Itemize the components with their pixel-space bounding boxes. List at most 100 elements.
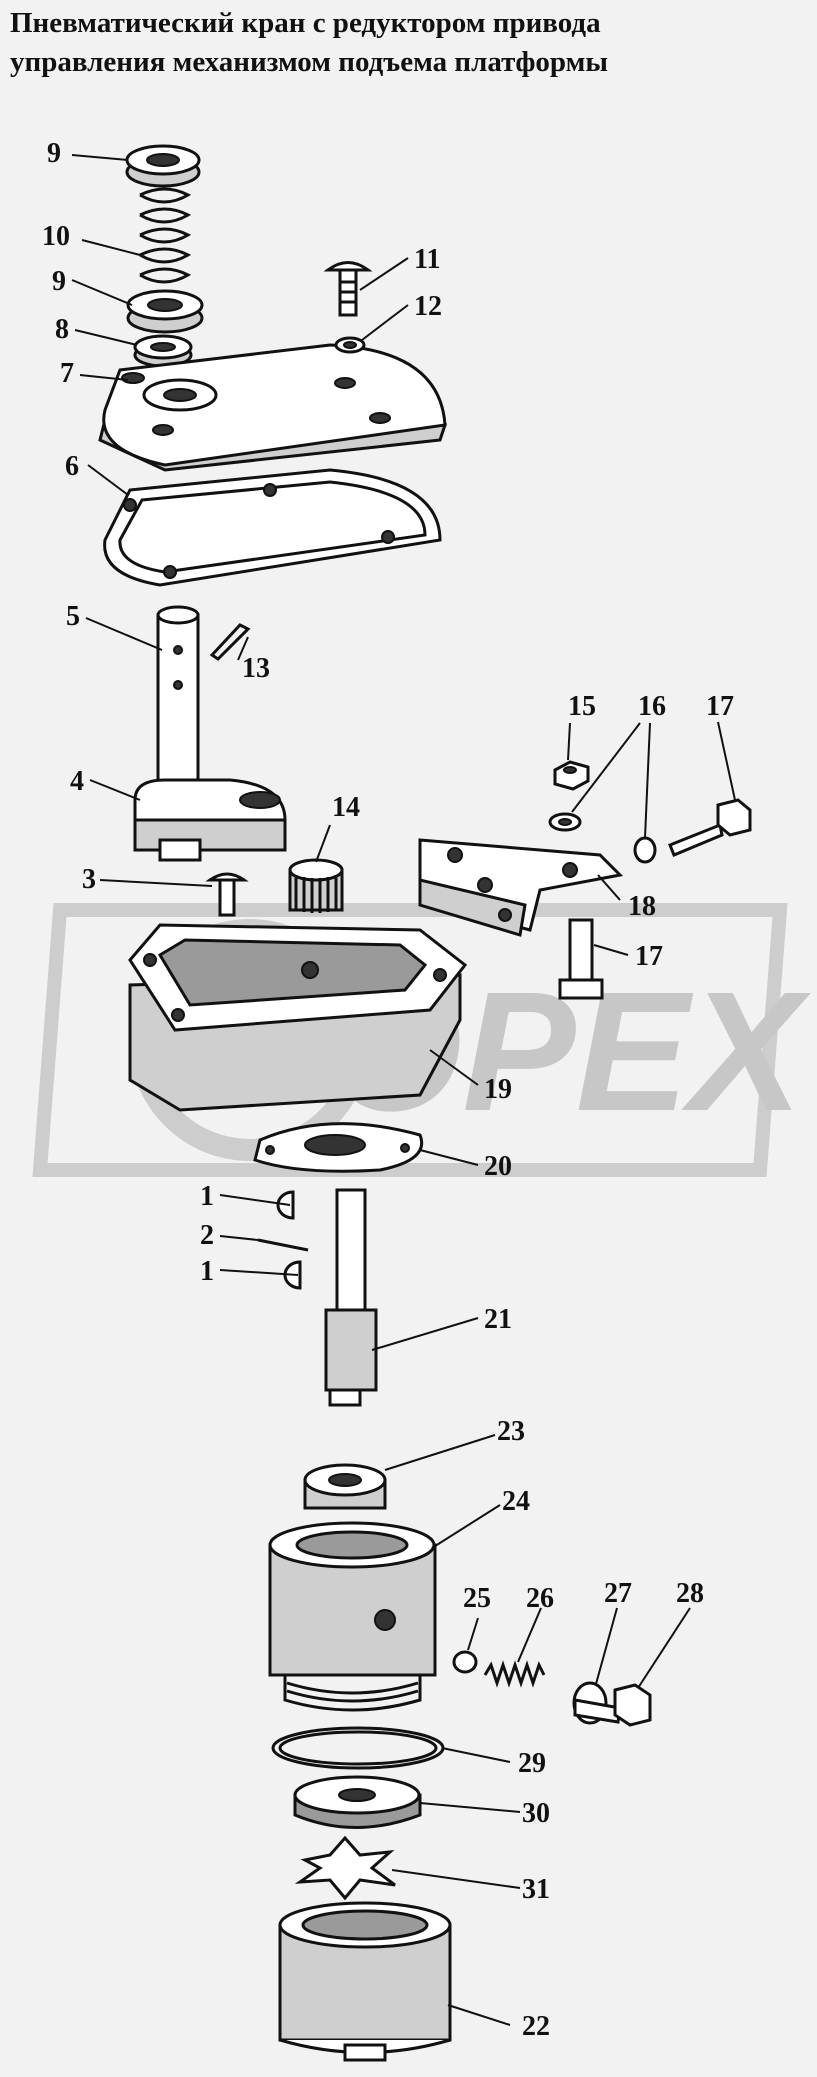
part-15-nut — [553, 760, 590, 791]
leader-13 — [237, 636, 249, 661]
leader-lines — [71, 154, 736, 2026]
callout-26: 26 — [526, 1583, 554, 1614]
leader-9b — [71, 279, 133, 306]
leader-25 — [467, 1617, 479, 1651]
leader-2 — [219, 1235, 259, 1241]
callout-9b: 9 — [52, 266, 66, 297]
leader-21 — [371, 1317, 479, 1351]
leader-19 — [429, 1049, 479, 1086]
part-20-flange-gasket — [253, 1122, 423, 1173]
diagram-title: Пневматический кран с редуктором привода… — [10, 4, 810, 82]
callout-1a: 1 — [200, 1181, 214, 1212]
leader-24 — [431, 1504, 501, 1549]
leader-5 — [85, 617, 163, 651]
leader-7 — [79, 374, 129, 381]
leader-17b — [593, 944, 629, 956]
leader-11 — [359, 257, 409, 291]
leader-23 — [384, 1434, 496, 1471]
leader-1b — [219, 1269, 299, 1276]
callout-6: 6 — [65, 451, 79, 482]
part-16-washer-a — [548, 812, 582, 832]
part-11-screw — [323, 261, 373, 317]
part-13-cotter-pin — [209, 623, 251, 661]
callout-17a: 17 — [706, 691, 734, 722]
leader-12 — [361, 304, 409, 341]
part-12-lock-washer — [334, 336, 366, 354]
part-23-nut — [303, 1463, 387, 1510]
callout-15: 15 — [568, 691, 596, 722]
callout-17b: 17 — [635, 941, 663, 972]
leader-31 — [391, 1869, 521, 1889]
leader-16-b — [644, 722, 651, 839]
leader-15 — [567, 722, 571, 761]
part-9-washer-lower — [126, 289, 204, 334]
leader-8 — [74, 329, 138, 346]
callout-19: 19 — [484, 1074, 512, 1105]
part-16-washer-b — [633, 836, 657, 864]
part-19-housing — [128, 923, 468, 1112]
callout-31: 31 — [522, 1874, 550, 1905]
callout-30: 30 — [522, 1798, 550, 1829]
callout-4: 4 — [70, 766, 84, 797]
callout-22: 22 — [522, 2011, 550, 2042]
callout-24: 24 — [502, 1486, 530, 1517]
part-24-valve-body — [268, 1521, 437, 1712]
title-line-2: управления механизмом подъема платформы — [10, 46, 609, 78]
callout-21: 21 — [484, 1304, 512, 1335]
callout-10: 10 — [42, 221, 70, 252]
leader-18 — [597, 874, 621, 901]
part-28-plug — [573, 1683, 652, 1727]
leader-22 — [447, 2004, 511, 2026]
callout-18: 18 — [628, 891, 656, 922]
part-7-cover-plate — [98, 343, 448, 472]
part-31-spring-washer — [294, 1835, 396, 1901]
part-21-shaft — [324, 1188, 378, 1407]
leader-27 — [595, 1607, 618, 1685]
callout-9a: 9 — [47, 138, 61, 169]
callout-16: 16 — [638, 691, 666, 722]
leader-16-a — [571, 722, 641, 813]
part-14-pinion-gear — [288, 858, 344, 913]
leader-26 — [517, 1607, 542, 1663]
leader-30 — [419, 1802, 521, 1813]
part-3-screw — [205, 872, 249, 917]
part-17-bolt-b — [558, 918, 604, 1000]
callout-2: 2 — [200, 1220, 214, 1251]
callout-12: 12 — [414, 291, 442, 322]
leader-28 — [637, 1607, 691, 1689]
leader-9a — [71, 154, 129, 161]
callout-8: 8 — [55, 314, 69, 345]
leader-6 — [87, 464, 129, 496]
part-26-spring — [483, 1660, 546, 1688]
part-9-washer-top — [125, 144, 201, 188]
callout-7: 7 — [60, 358, 74, 389]
callout-3: 3 — [82, 864, 96, 895]
callout-28: 28 — [676, 1578, 704, 1609]
leader-14 — [315, 824, 331, 863]
callout-25: 25 — [463, 1583, 491, 1614]
part-18-bracket — [418, 838, 624, 937]
part-2-pin — [257, 1238, 309, 1252]
callout-1b: 1 — [200, 1256, 214, 1287]
callout-labels: 9 10 9 8 7 6 11 12 5 13 15 16 17 4 14 3 … — [42, 138, 734, 2042]
part-10-spring — [139, 187, 192, 284]
callout-13: 13 — [242, 653, 270, 684]
part-4-gear-sector — [133, 778, 287, 862]
title-line-1: Пневматический кран с редуктором привода — [10, 7, 601, 39]
callout-29: 29 — [518, 1748, 546, 1779]
leader-29 — [441, 1747, 511, 1763]
callout-23: 23 — [497, 1416, 525, 1447]
leader-3 — [99, 879, 213, 887]
part-29-o-ring — [271, 1726, 445, 1770]
part-6-gasket — [103, 468, 442, 587]
part-22-cap — [278, 1901, 452, 2062]
part-30-valve-disc — [293, 1775, 422, 1829]
callout-11: 11 — [414, 244, 440, 275]
callout-14: 14 — [332, 792, 360, 823]
leader-20 — [419, 1149, 479, 1166]
callout-27: 27 — [604, 1578, 632, 1609]
callout-5: 5 — [66, 601, 80, 632]
callout-20: 20 — [484, 1151, 512, 1182]
leader-4 — [89, 779, 141, 801]
